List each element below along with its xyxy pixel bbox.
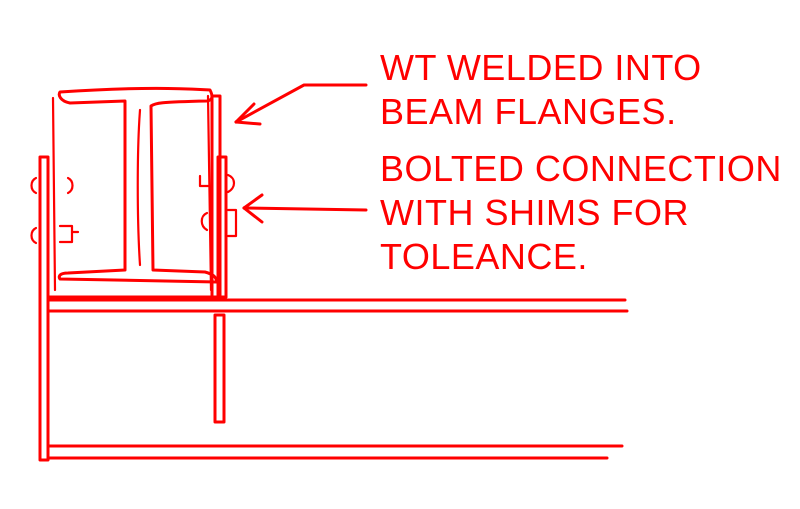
i-beam-outer-outline — [57, 86, 219, 284]
beam-elevation — [46, 298, 629, 460]
wt-arrowhead-lower — [234, 120, 262, 126]
right-bolt-nut-lower — [200, 211, 209, 232]
left-bolt-nut-top — [66, 176, 74, 195]
bolted-arrowhead-lower — [242, 206, 264, 224]
wt-arrowhead-upper — [234, 102, 256, 124]
wt-welded-note-line-1: WT WELDED INTO — [380, 47, 702, 88]
wt-welded-note: WT WELDED INTO BEAM FLANGES. — [380, 46, 702, 134]
i-beam-section — [51, 86, 219, 292]
right-shim-plate — [216, 155, 228, 299]
bolted-note-line-3: TOLEANCE. — [380, 236, 588, 277]
wt-section — [46, 94, 228, 300]
bolted-side-plates — [30, 155, 238, 462]
bolted-leader-line — [242, 206, 368, 212]
left-bolt-head-top — [30, 176, 38, 195]
left-shim-plate — [38, 155, 50, 462]
right-bolt-head-top — [226, 173, 236, 194]
leader-arrows — [234, 83, 368, 224]
bolted-connection-note: BOLTED CONNECTION WITH SHIMS FOR TOLEANC… — [380, 147, 782, 279]
left-bolt-head-bottom — [30, 226, 38, 245]
left-bolt-nut-bottom — [58, 224, 74, 244]
beam-stiffener — [213, 313, 226, 424]
right-bolt-nut-inner — [198, 174, 210, 188]
bolted-note-line-1: BOLTED CONNECTION — [380, 148, 782, 189]
bolted-arrowhead-upper — [242, 193, 264, 210]
wt-welded-note-line-2: BEAM FLANGES. — [380, 91, 677, 132]
right-bolt-head-bottom — [226, 208, 238, 238]
i-beam-web-inner-line — [136, 108, 142, 267]
bolted-note-line-2: WITH SHIMS FOR — [380, 192, 689, 233]
i-beam-left-flange-line — [51, 96, 57, 292]
wt-leader-line — [234, 83, 368, 124]
